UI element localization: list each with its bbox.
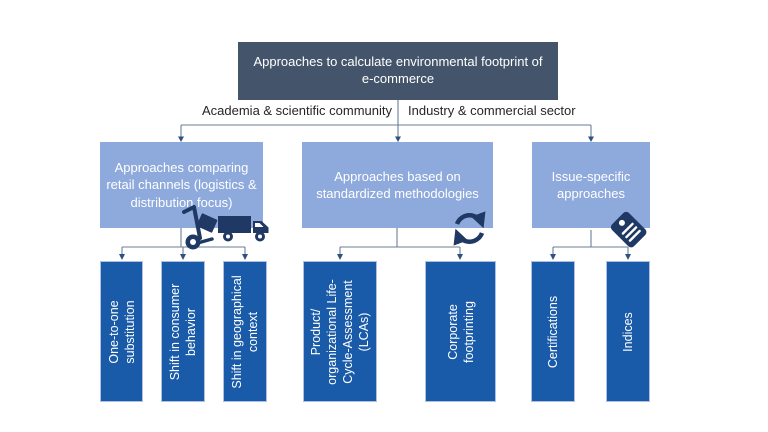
leaf-box-one-to-one-substitution: One-to-one substitution <box>100 261 143 402</box>
category-box-issue-specific: Issue-specific approaches <box>532 142 650 228</box>
leaf-box-certifications: Certifications <box>531 261 575 402</box>
leaf-label: Indices <box>621 311 635 352</box>
leaf-label: Corporate footprinting <box>445 300 476 363</box>
hand-truck-icon <box>182 205 218 250</box>
branch-label-academia: Academia & scientific community <box>201 103 392 118</box>
branch-label-industry: Industry & commercial sector <box>408 103 576 118</box>
category-box-standardized-methodologies: Approaches based on standardized methodo… <box>302 142 493 228</box>
leaf-box-indices: Indices <box>606 261 650 402</box>
leaf-label: Shift in consumer behavior <box>168 283 198 380</box>
leaf-box-shift-consumer-behavior: Shift in consumer behavior <box>161 261 205 402</box>
leaf-label: Product/ organizational Life- Cycle-Asse… <box>309 278 371 385</box>
category-box-retail-channels: Approaches comparing retail channels (lo… <box>100 142 263 228</box>
leaf-label: Certifications <box>546 295 560 368</box>
circular-arrows-icon <box>453 211 486 246</box>
leaf-label: Shift in geographical context <box>230 274 260 389</box>
root-box-environmental-footprint: Approaches to calculate environmental fo… <box>238 42 558 100</box>
delivery-truck-icon <box>218 216 269 242</box>
leaf-label: One-to-one substitution <box>106 299 137 364</box>
leaf-box-shift-geographical-context: Shift in geographical context <box>223 261 267 402</box>
leaf-box-corporate-footprinting: Corporate footprinting <box>425 261 496 402</box>
leaf-box-lca: Product/ organizational Life- Cycle-Asse… <box>303 261 377 402</box>
price-tag-icon <box>610 211 647 248</box>
